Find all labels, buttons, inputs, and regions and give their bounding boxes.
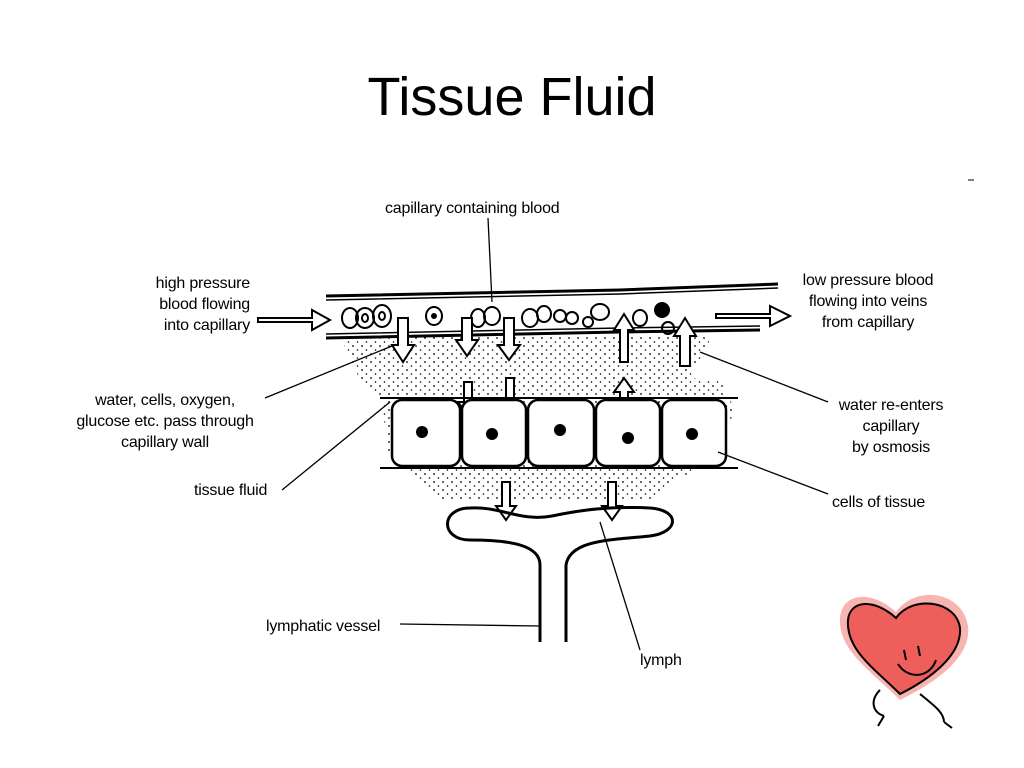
label-water-reenters-line1: water re-enters bbox=[838, 397, 944, 414]
label-water-reenters-line3: by osmosis bbox=[851, 439, 931, 456]
label-high-pressure: high pressure blood flowing into capilla… bbox=[132, 273, 251, 336]
label-capillary: capillary containing blood bbox=[385, 200, 560, 217]
label-low-pressure-line2: flowing into veins bbox=[808, 293, 928, 310]
lymphatic-vessel-outer bbox=[446, 505, 674, 642]
label-water-reenters-line2: capillary bbox=[862, 418, 920, 435]
slide-title: Tissue Fluid bbox=[367, 67, 657, 127]
inflow-arrow bbox=[257, 308, 333, 332]
label-cells-of-tissue: cells of tissue bbox=[832, 494, 926, 511]
label-high-pressure-line2: blood flowing bbox=[159, 296, 250, 313]
capillary-exit-arrows bbox=[390, 317, 522, 364]
label-lymphatic-vessel: lymphatic vessel bbox=[266, 618, 381, 635]
label-low-pressure-line3: from capillary bbox=[821, 314, 915, 331]
label-lymph: lymph bbox=[640, 652, 682, 669]
label-low-pressure: low pressure blood flowing into veins fr… bbox=[788, 270, 948, 333]
outflow-arrow bbox=[715, 304, 793, 328]
capillary-top-wall-inner bbox=[325, 287, 779, 301]
capillary-top-wall bbox=[325, 282, 779, 298]
capillary-return-arrows bbox=[612, 312, 698, 367]
label-low-pressure-line1: low pressure blood bbox=[802, 272, 934, 289]
label-water-cells-line1: water, cells, oxygen, bbox=[95, 392, 235, 409]
label-water-cells: water, cells, oxygen, glucose etc. pass … bbox=[60, 390, 270, 453]
label-high-pressure-line3: into capillary bbox=[163, 317, 250, 334]
label-water-cells-line3: capillary wall bbox=[121, 434, 209, 451]
label-high-pressure-line1: high pressure bbox=[155, 275, 251, 292]
label-tissue-fluid: tissue fluid bbox=[194, 482, 268, 499]
blood-cells bbox=[341, 302, 675, 335]
label-water-cells-line2: glucose etc. pass through bbox=[76, 413, 254, 430]
heart-character-icon bbox=[839, 594, 969, 729]
cell-nuclei bbox=[416, 424, 698, 444]
leader-lines bbox=[264, 217, 829, 651]
label-water-reenters: water re-enters capillary by osmosis bbox=[826, 395, 956, 458]
